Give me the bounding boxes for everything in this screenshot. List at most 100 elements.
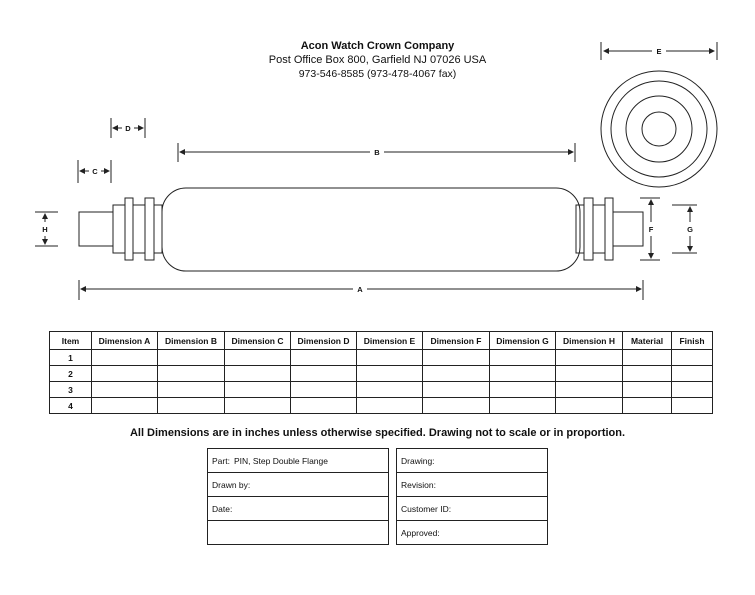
- table-cell[interactable]: [91, 397, 158, 414]
- table-cell[interactable]: [290, 397, 357, 414]
- drawn-by-field[interactable]: Drawn by:: [207, 472, 389, 497]
- table-cell[interactable]: [622, 397, 672, 414]
- header-dimension-h: Dimension H: [555, 331, 623, 350]
- item-number: 2: [49, 365, 92, 382]
- table-cell[interactable]: [422, 381, 490, 398]
- table-cell[interactable]: [356, 365, 423, 382]
- table-row: 4: [49, 397, 713, 414]
- table-cell[interactable]: [91, 365, 158, 382]
- label-b: B: [374, 148, 380, 157]
- header-dimension-g: Dimension G: [489, 331, 556, 350]
- label-a: A: [357, 285, 363, 294]
- label-c: C: [92, 167, 98, 176]
- part-value: PIN, Step Double Flange: [233, 455, 328, 466]
- table-cell[interactable]: [422, 365, 490, 382]
- drawn-by-label: Drawn by:: [212, 479, 251, 490]
- table-cell[interactable]: [489, 397, 556, 414]
- table-cell[interactable]: [356, 381, 423, 398]
- label-g: G: [687, 225, 693, 234]
- table-cell[interactable]: [224, 349, 291, 366]
- item-number: 1: [49, 349, 92, 366]
- item-number: 3: [49, 381, 92, 398]
- blank-field[interactable]: [207, 520, 389, 545]
- dimension-a: A: [78, 280, 644, 300]
- table-cell[interactable]: [671, 365, 713, 382]
- company-address: Post Office Box 800, Garfield NJ 07026 U…: [268, 54, 487, 66]
- dimension-table: Item Dimension A Dimension B Dimension C…: [49, 331, 713, 414]
- customer-id-label: Customer ID:: [401, 503, 452, 514]
- dimension-d: D: [110, 118, 146, 138]
- table-cell[interactable]: [555, 365, 623, 382]
- table-cell[interactable]: [671, 397, 713, 414]
- drawing-field[interactable]: Drawing:: [396, 448, 548, 473]
- date-field[interactable]: Date:: [207, 496, 389, 521]
- title-block-left: Part:PIN, Step Double Flange Drawn by: D…: [207, 448, 389, 545]
- header-finish: Finish: [671, 331, 713, 350]
- dimension-h: H: [35, 211, 58, 247]
- table-cell[interactable]: [671, 381, 713, 398]
- table-cell[interactable]: [224, 365, 291, 382]
- date-label: Date:: [212, 503, 233, 514]
- table-cell[interactable]: [356, 397, 423, 414]
- table-cell[interactable]: [157, 397, 225, 414]
- pin-technical-drawing: E D B C H F: [35, 42, 718, 300]
- label-f: F: [649, 225, 654, 234]
- revision-label: Revision:: [401, 479, 436, 490]
- approved-field[interactable]: Approved:: [396, 520, 548, 545]
- table-cell[interactable]: [489, 365, 556, 382]
- table-cell[interactable]: [622, 381, 672, 398]
- table-cell[interactable]: [290, 381, 357, 398]
- header-dimension-c: Dimension C: [224, 331, 291, 350]
- table-cell[interactable]: [671, 349, 713, 366]
- customer-id-field[interactable]: Customer ID:: [396, 496, 548, 521]
- header-material: Material: [622, 331, 672, 350]
- drawing-label: Drawing:: [401, 455, 435, 466]
- table-row: 3: [49, 381, 713, 398]
- part-label: Part:: [212, 455, 230, 466]
- table-cell[interactable]: [622, 349, 672, 366]
- part-field[interactable]: Part:PIN, Step Double Flange: [207, 448, 389, 473]
- dimension-f: F: [640, 197, 660, 261]
- header-dimension-b: Dimension B: [157, 331, 225, 350]
- table-cell[interactable]: [555, 381, 623, 398]
- header-item: Item: [49, 331, 92, 350]
- table-row: 1: [49, 349, 713, 366]
- table-row: 2: [49, 365, 713, 382]
- table-cell[interactable]: [422, 397, 490, 414]
- table-cell[interactable]: [157, 381, 225, 398]
- dimension-e: E: [600, 42, 718, 60]
- table-cell[interactable]: [422, 349, 490, 366]
- label-e: E: [656, 47, 661, 56]
- header-dimension-a: Dimension A: [91, 331, 158, 350]
- table-cell[interactable]: [157, 365, 225, 382]
- table-cell[interactable]: [489, 381, 556, 398]
- title-block-right: Drawing: Revision: Customer ID: Approved…: [396, 448, 548, 545]
- dimension-c: C: [77, 160, 112, 183]
- dimensions-note: All Dimensions are in inches unless othe…: [129, 427, 626, 439]
- label-h: H: [42, 225, 47, 234]
- table-cell[interactable]: [555, 397, 623, 414]
- table-cell[interactable]: [622, 365, 672, 382]
- table-header-row: Item Dimension A Dimension B Dimension C…: [49, 331, 713, 350]
- header-dimension-e: Dimension E: [356, 331, 423, 350]
- table-cell[interactable]: [356, 349, 423, 366]
- table-cell[interactable]: [290, 349, 357, 366]
- item-number: 4: [49, 397, 92, 414]
- table-cell[interactable]: [489, 349, 556, 366]
- header-dimension-d: Dimension D: [290, 331, 357, 350]
- pin-side-view: [78, 187, 644, 272]
- header-dimension-f: Dimension F: [422, 331, 490, 350]
- dimension-b: B: [177, 143, 576, 162]
- label-d: D: [125, 124, 131, 133]
- pin-end-view: [600, 70, 718, 188]
- table-cell[interactable]: [157, 349, 225, 366]
- table-cell[interactable]: [91, 349, 158, 366]
- revision-field[interactable]: Revision:: [396, 472, 548, 497]
- table-cell[interactable]: [224, 397, 291, 414]
- table-cell[interactable]: [555, 349, 623, 366]
- table-cell[interactable]: [224, 381, 291, 398]
- dimension-g: G: [672, 204, 697, 254]
- table-cell[interactable]: [290, 365, 357, 382]
- table-cell[interactable]: [91, 381, 158, 398]
- company-phone: 973-546-8585 (973-478-4067 fax): [298, 68, 457, 80]
